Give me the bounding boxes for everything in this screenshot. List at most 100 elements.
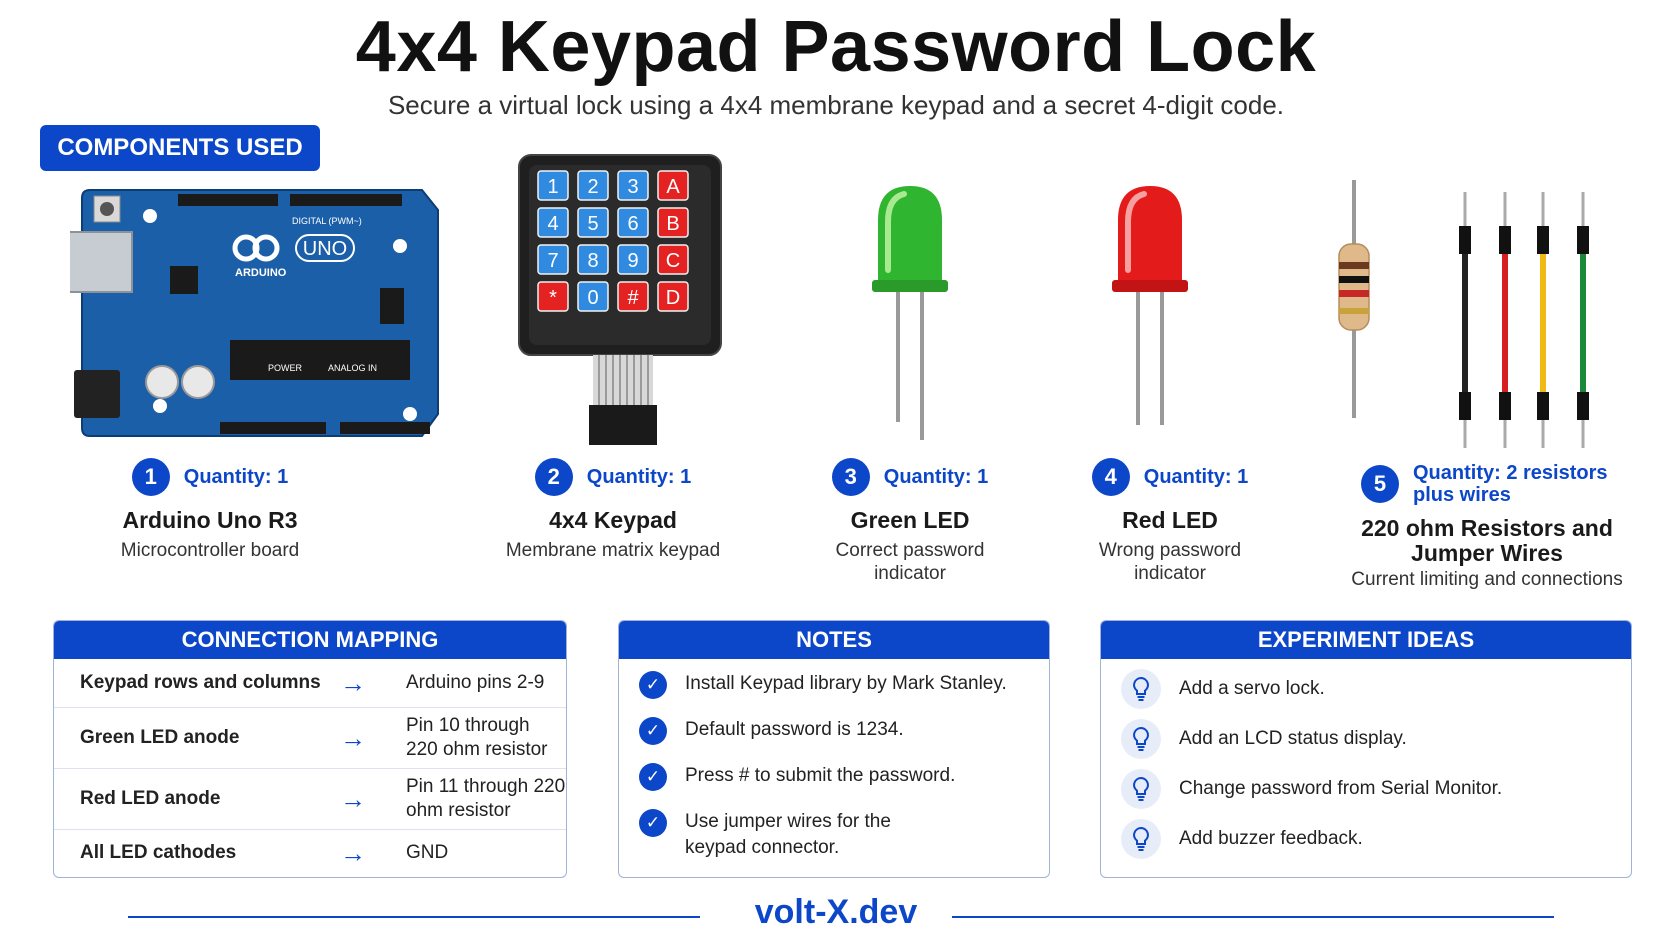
keypad-key xyxy=(577,207,609,238)
component-red-led: 4 Quantity: 1 Red LED Wrong password indi… xyxy=(1070,458,1270,585)
note-text: Press # to submit the password. xyxy=(685,765,956,786)
experiment-ideas-header: EXPERIMENT IDEAS xyxy=(1101,621,1631,659)
component-quantity: Quantity: 1 xyxy=(586,466,692,488)
experiment-ideas-panel: EXPERIMENT IDEAS Add a servo lock. Add a… xyxy=(1100,620,1632,878)
component-quantity: Quantity: 1 xyxy=(1143,466,1249,488)
note-item: ✓ Use jumper wires for the keypad connec… xyxy=(619,809,1049,861)
component-resistors-wires: 5 Quantity: 2 resistors plus wires 220 oh… xyxy=(1342,462,1632,591)
note-item: ✓ Install Keypad library by Mark Stanley… xyxy=(619,671,1049,699)
keypad-key xyxy=(657,170,689,201)
idea-item: Add buzzer feedback. xyxy=(1101,819,1631,859)
component-name: 220 ohm Resistors and Jumper Wires xyxy=(1361,515,1613,566)
mapping-to: Pin 10 through 220 ohm resistor xyxy=(406,715,548,760)
keypad-key xyxy=(657,244,689,275)
digital-label: DIGITAL (PWM~) xyxy=(292,216,362,226)
keypad-key xyxy=(537,281,569,312)
arrow-right-icon: → xyxy=(340,667,366,698)
keypad-key xyxy=(537,170,569,201)
checkmark-icon: ✓ xyxy=(639,763,667,791)
component-quantity: Quantity: 1 xyxy=(883,466,989,488)
keypad-key-label: 3 xyxy=(627,176,638,198)
mapping-from: Green LED anode xyxy=(80,727,240,748)
keypad-key xyxy=(537,244,569,275)
power-label: POWER xyxy=(268,363,303,373)
arrow-right-icon: → xyxy=(340,837,366,868)
mapping-to: GND xyxy=(406,842,449,863)
component-number-badge: 3 xyxy=(831,458,870,496)
keypad-key-label: 2 xyxy=(587,176,598,198)
checkmark-icon: ✓ xyxy=(639,671,667,699)
mapping-from: All LED cathodes xyxy=(80,842,237,863)
notes-panel: NOTES ✓ Install Keypad library by Mark S… xyxy=(618,620,1050,878)
component-name: 4x4 Keypad xyxy=(549,507,677,533)
keypad-key-label: 8 xyxy=(587,250,598,272)
note-text: Default password is 1234. xyxy=(685,719,904,740)
idea-item: Add an LCD status display. xyxy=(1101,719,1631,759)
keypad-key xyxy=(537,207,569,238)
arduino-uno-illustration: UNO ARDUINO DIGITAL (PWM~) POWER ANALOG … xyxy=(70,189,439,437)
component-quantity: Quantity: 1 xyxy=(183,466,289,488)
analog-label: ANALOG IN xyxy=(328,363,377,373)
keypad-key xyxy=(617,170,649,201)
mapping-from: Red LED anode xyxy=(80,788,221,809)
lightbulb-icon xyxy=(1121,669,1161,709)
keypad-key-label: B xyxy=(666,213,679,235)
jumper-wires-illustration xyxy=(1459,192,1589,448)
keypad-key-label: C xyxy=(666,250,680,272)
component-quantity: Quantity: 2 resistors plus wires xyxy=(1413,462,1608,506)
footer-divider-left xyxy=(128,916,700,918)
component-description: Membrane matrix keypad xyxy=(505,540,721,561)
keypad-key-label: 9 xyxy=(627,250,638,272)
arduino-brand-label: ARDUINO xyxy=(235,267,287,279)
arrow-right-icon: → xyxy=(340,783,366,814)
component-name: Green LED xyxy=(850,507,970,533)
footer-brand-link[interactable]: volt-X.dev xyxy=(754,893,918,931)
keypad-key xyxy=(657,281,689,312)
component-green-led: 3 Quantity: 1 Green LED Correct password … xyxy=(810,458,1010,585)
keypad-key xyxy=(577,281,609,312)
connection-mapping-panel: CONNECTION MAPPING Keypad rows and colum… xyxy=(53,620,567,878)
mapping-row: Red LED anode → Pin 11 through 220 ohm r… xyxy=(54,769,566,830)
component-description: Current limiting and connections xyxy=(1351,569,1623,590)
component-description: Wrong password indicator xyxy=(1098,540,1242,584)
keypad-key xyxy=(617,281,649,312)
mapping-to: Pin 11 through 220 ohm resistor xyxy=(406,776,566,821)
idea-item: Change password from Serial Monitor. xyxy=(1101,769,1631,809)
keypad-key-label: 4 xyxy=(547,213,558,235)
component-description: Microcontroller board xyxy=(120,540,300,561)
keypad-key-label: 7 xyxy=(547,250,558,272)
keypad-key-label: 5 xyxy=(587,213,598,235)
keypad-key xyxy=(657,207,689,238)
component-name: Red LED xyxy=(1122,507,1218,533)
note-text: Install Keypad library by Mark Stanley. xyxy=(685,673,1007,694)
component-keypad: 2 Quantity: 1 4x4 Keypad Membrane matrix … xyxy=(495,458,731,562)
component-number-badge: 5 xyxy=(1361,465,1399,503)
idea-item: Add a servo lock. xyxy=(1101,669,1631,709)
red-led-illustration xyxy=(1112,186,1188,425)
page-title: 4x4 Keypad Password Lock xyxy=(355,7,1317,87)
green-led-illustration xyxy=(872,186,948,440)
keypad-key xyxy=(617,244,649,275)
checkmark-icon: ✓ xyxy=(639,809,667,837)
notes-header: NOTES xyxy=(619,621,1049,659)
mapping-row: All LED cathodes → GND xyxy=(54,830,566,876)
idea-text: Add a servo lock. xyxy=(1179,678,1325,699)
component-number-badge: 4 xyxy=(1091,458,1130,496)
note-text: Use jumper wires for the keypad connecto… xyxy=(685,811,891,858)
arrow-right-icon: → xyxy=(340,722,366,753)
keypad-key xyxy=(617,207,649,238)
lightbulb-icon xyxy=(1121,769,1161,809)
idea-text: Change password from Serial Monitor. xyxy=(1179,778,1503,799)
keypad-key-label: A xyxy=(666,176,680,198)
component-description: Correct password indicator xyxy=(835,540,985,584)
note-item: ✓ Default password is 1234. xyxy=(619,717,1049,745)
note-item: ✓ Press # to submit the password. xyxy=(619,763,1049,791)
mapping-to: Arduino pins 2-9 xyxy=(406,672,545,693)
lightbulb-icon xyxy=(1121,819,1161,859)
uno-label: UNO xyxy=(303,238,347,260)
checkmark-icon: ✓ xyxy=(639,717,667,745)
component-number-badge: 2 xyxy=(534,458,573,496)
